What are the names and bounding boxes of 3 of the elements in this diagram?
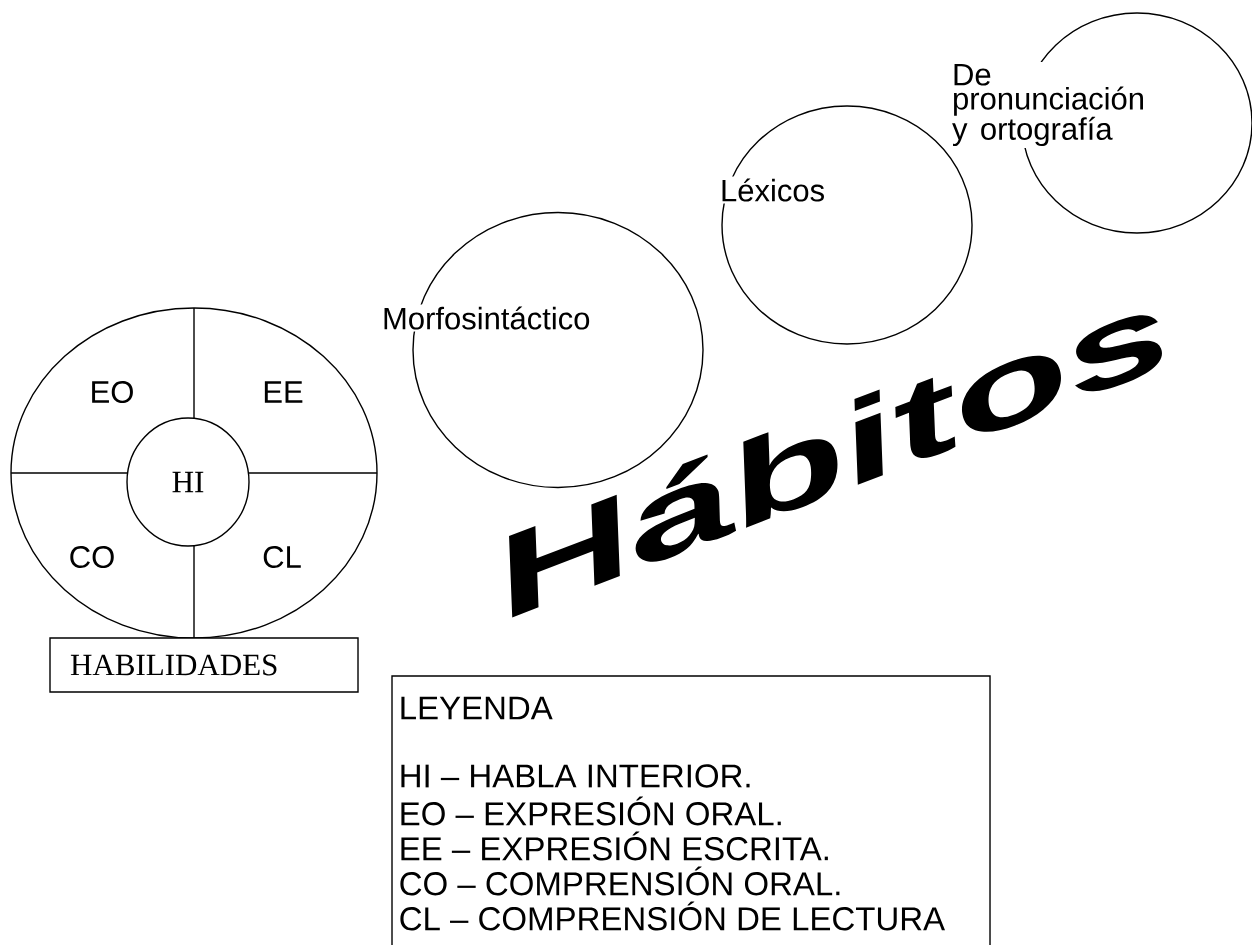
label-box: HABILIDADES xyxy=(49,637,359,693)
legend-box: LEYENDA HI – HABLA INTERIOR. EO – EXPRESIÓN ORAL. EE – EXPRESIÓN ESCRITA. CO – COMPRENSIÓN ORAL. CL – COMPRENSIÓN DE LECTURA xyxy=(391,675,991,945)
node-label: De xyxy=(954,63,991,86)
